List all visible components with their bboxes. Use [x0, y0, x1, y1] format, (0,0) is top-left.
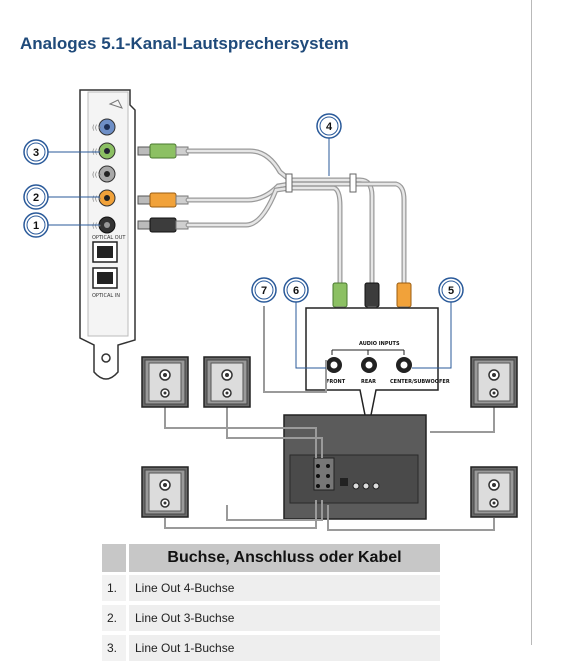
- speaker-front-left-icon: [141, 356, 189, 408]
- connection-diagram: ((• ((• ((• ((• ((• OPTICAL OUT OPTICAL …: [23, 89, 518, 531]
- svg-text:6: 6: [293, 285, 299, 297]
- row-number: 3.: [102, 635, 126, 661]
- plug-black: [137, 217, 189, 233]
- input-jack-front: [326, 357, 342, 373]
- svg-text:4: 4: [326, 121, 333, 133]
- svg-text:((•: ((•: [92, 171, 102, 179]
- row-text: Line Out 1-Buchse: [129, 635, 440, 661]
- speaker-rear-left-icon: [141, 466, 189, 518]
- row-number: 1.: [102, 575, 126, 601]
- callout-2: 2: [23, 184, 49, 210]
- input-jack-rear: [361, 357, 377, 373]
- jack-black-icon: [98, 216, 116, 234]
- row-text: Line Out 4-Buchse: [129, 575, 440, 601]
- svg-text:2: 2: [33, 192, 39, 204]
- table-row: 1. Line Out 4-Buchse: [102, 575, 440, 601]
- table-header-num-cell: [102, 544, 126, 572]
- svg-text:7: 7: [261, 285, 267, 297]
- callout-3: 3: [23, 139, 49, 165]
- table-row: 3. Line Out 1-Buchse: [102, 635, 440, 661]
- table-header-label: Buchse, Anschluss oder Kabel: [129, 544, 440, 572]
- connector-table: Buchse, Anschluss oder Kabel 1. Line Out…: [102, 544, 440, 665]
- cable-bundle: [185, 148, 407, 293]
- jack-green-icon: [98, 142, 116, 160]
- speaker-wires: [164, 306, 495, 531]
- plug-orange: [137, 192, 189, 208]
- soundcard-bracket: ((• ((• ((• ((• ((• OPTICAL OUT OPTICAL …: [79, 89, 136, 380]
- jack-grey-icon: [98, 165, 116, 183]
- front-label: FRONT: [326, 379, 346, 385]
- page-right-edge: [531, 0, 532, 645]
- svg-text:1: 1: [33, 220, 39, 232]
- callout-7: 7: [251, 277, 277, 303]
- svg-text:3: 3: [33, 147, 39, 159]
- optical-out-label: OPTICAL OUT: [92, 235, 126, 241]
- input-jack-center: [396, 357, 412, 373]
- plug-green: [137, 143, 189, 159]
- callout-5: 5: [438, 277, 464, 303]
- row-number: 2.: [102, 605, 126, 631]
- speaker-center-icon: [470, 356, 518, 408]
- svg-text:((•: ((•: [92, 222, 102, 230]
- table-row: 2. Line Out 3-Buchse: [102, 605, 440, 631]
- rear-label: REAR: [361, 379, 376, 385]
- speaker-front-right-icon: [203, 356, 251, 408]
- jack-orange-icon: [98, 189, 116, 207]
- row-text: Line Out 3-Buchse: [129, 605, 440, 631]
- page-title: Analoges 5.1-Kanal-Lautsprechersystem: [20, 34, 349, 53]
- amplifier-unit: [283, 414, 427, 520]
- callout-1: 1: [23, 212, 49, 238]
- svg-text:5: 5: [448, 285, 454, 297]
- callout-6: 6: [283, 277, 309, 303]
- table-header: Buchse, Anschluss oder Kabel: [102, 544, 440, 572]
- svg-text:((•: ((•: [92, 124, 102, 132]
- audio-inputs-label: AUDIO INPUTS: [359, 341, 400, 347]
- scroll-gutter: [532, 0, 576, 645]
- callout-4: 4: [316, 113, 342, 139]
- optical-in-label: OPTICAL IN: [92, 293, 120, 299]
- center-sub-label: CENTER/SUBWOOFER: [390, 379, 450, 385]
- jack-blue-icon: [98, 118, 116, 136]
- svg-text:((•: ((•: [92, 195, 102, 203]
- speaker-rear-right-icon: [470, 466, 518, 518]
